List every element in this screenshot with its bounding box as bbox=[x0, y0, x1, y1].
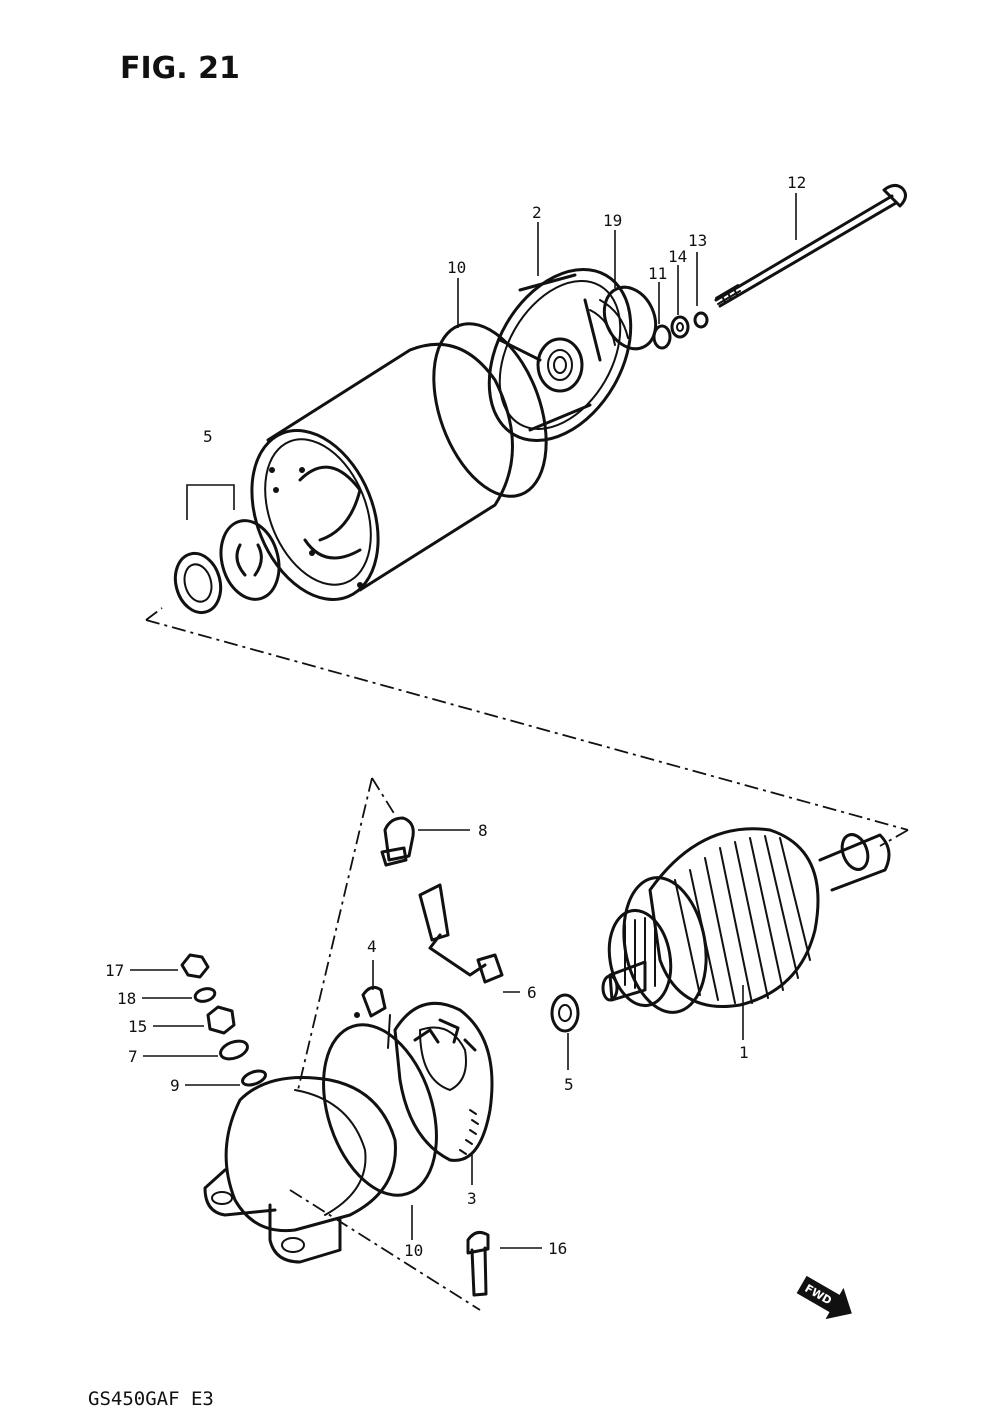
assembly-axis-lines bbox=[145, 607, 909, 1311]
screw-16 bbox=[466, 1230, 490, 1297]
callout-7: 7 bbox=[128, 1047, 138, 1066]
callout-5-top: 5 bbox=[203, 427, 213, 446]
through-bolt bbox=[714, 183, 907, 308]
callout-15: 15 bbox=[128, 1017, 147, 1036]
leader-lines bbox=[130, 193, 797, 1249]
callout-18: 18 bbox=[117, 989, 136, 1008]
callout-6: 6 bbox=[527, 983, 537, 1002]
brush-plate-3 bbox=[387, 1001, 494, 1162]
callout-9: 9 bbox=[170, 1076, 180, 1095]
yoke-housing bbox=[250, 342, 514, 601]
callout-16: 16 bbox=[548, 1239, 567, 1258]
end-cover bbox=[203, 1076, 397, 1264]
callout-labels: 12 2 19 13 14 11 10 5 8 17 18 15 7 9 4 6… bbox=[105, 173, 806, 1260]
callout-8: 8 bbox=[478, 821, 488, 840]
figure-title: FIG. 21 bbox=[120, 51, 240, 86]
callout-2: 2 bbox=[532, 203, 542, 222]
callout-3: 3 bbox=[467, 1189, 477, 1208]
model-code: GS450GAF E3 bbox=[88, 1388, 214, 1410]
forward-direction-badge: FWD bbox=[796, 1275, 852, 1320]
callout-4: 4 bbox=[367, 937, 377, 956]
terminal-4 bbox=[354, 985, 387, 1018]
callout-17: 17 bbox=[105, 961, 124, 980]
brush-spring-8 bbox=[380, 816, 415, 867]
washers-5-top bbox=[173, 484, 281, 615]
callout-12: 12 bbox=[787, 173, 806, 192]
callout-19: 19 bbox=[603, 211, 622, 230]
o-ring-10-bottom bbox=[322, 1023, 438, 1197]
callout-10-bottom: 10 bbox=[404, 1241, 423, 1260]
small-washers-top bbox=[652, 311, 709, 350]
terminal-hardware bbox=[180, 953, 267, 1087]
callout-1: 1 bbox=[739, 1043, 749, 1062]
callout-10-top: 10 bbox=[447, 258, 466, 277]
callout-14: 14 bbox=[668, 247, 687, 266]
callout-11: 11 bbox=[648, 264, 667, 283]
armature bbox=[601, 827, 891, 1014]
callout-5-bottom: 5 bbox=[564, 1075, 574, 1094]
washer-5-bottom bbox=[550, 993, 580, 1033]
o-ring-10-top bbox=[432, 322, 548, 498]
brush-lead bbox=[418, 883, 504, 984]
end-housing bbox=[487, 268, 633, 442]
callout-13: 13 bbox=[688, 231, 707, 250]
